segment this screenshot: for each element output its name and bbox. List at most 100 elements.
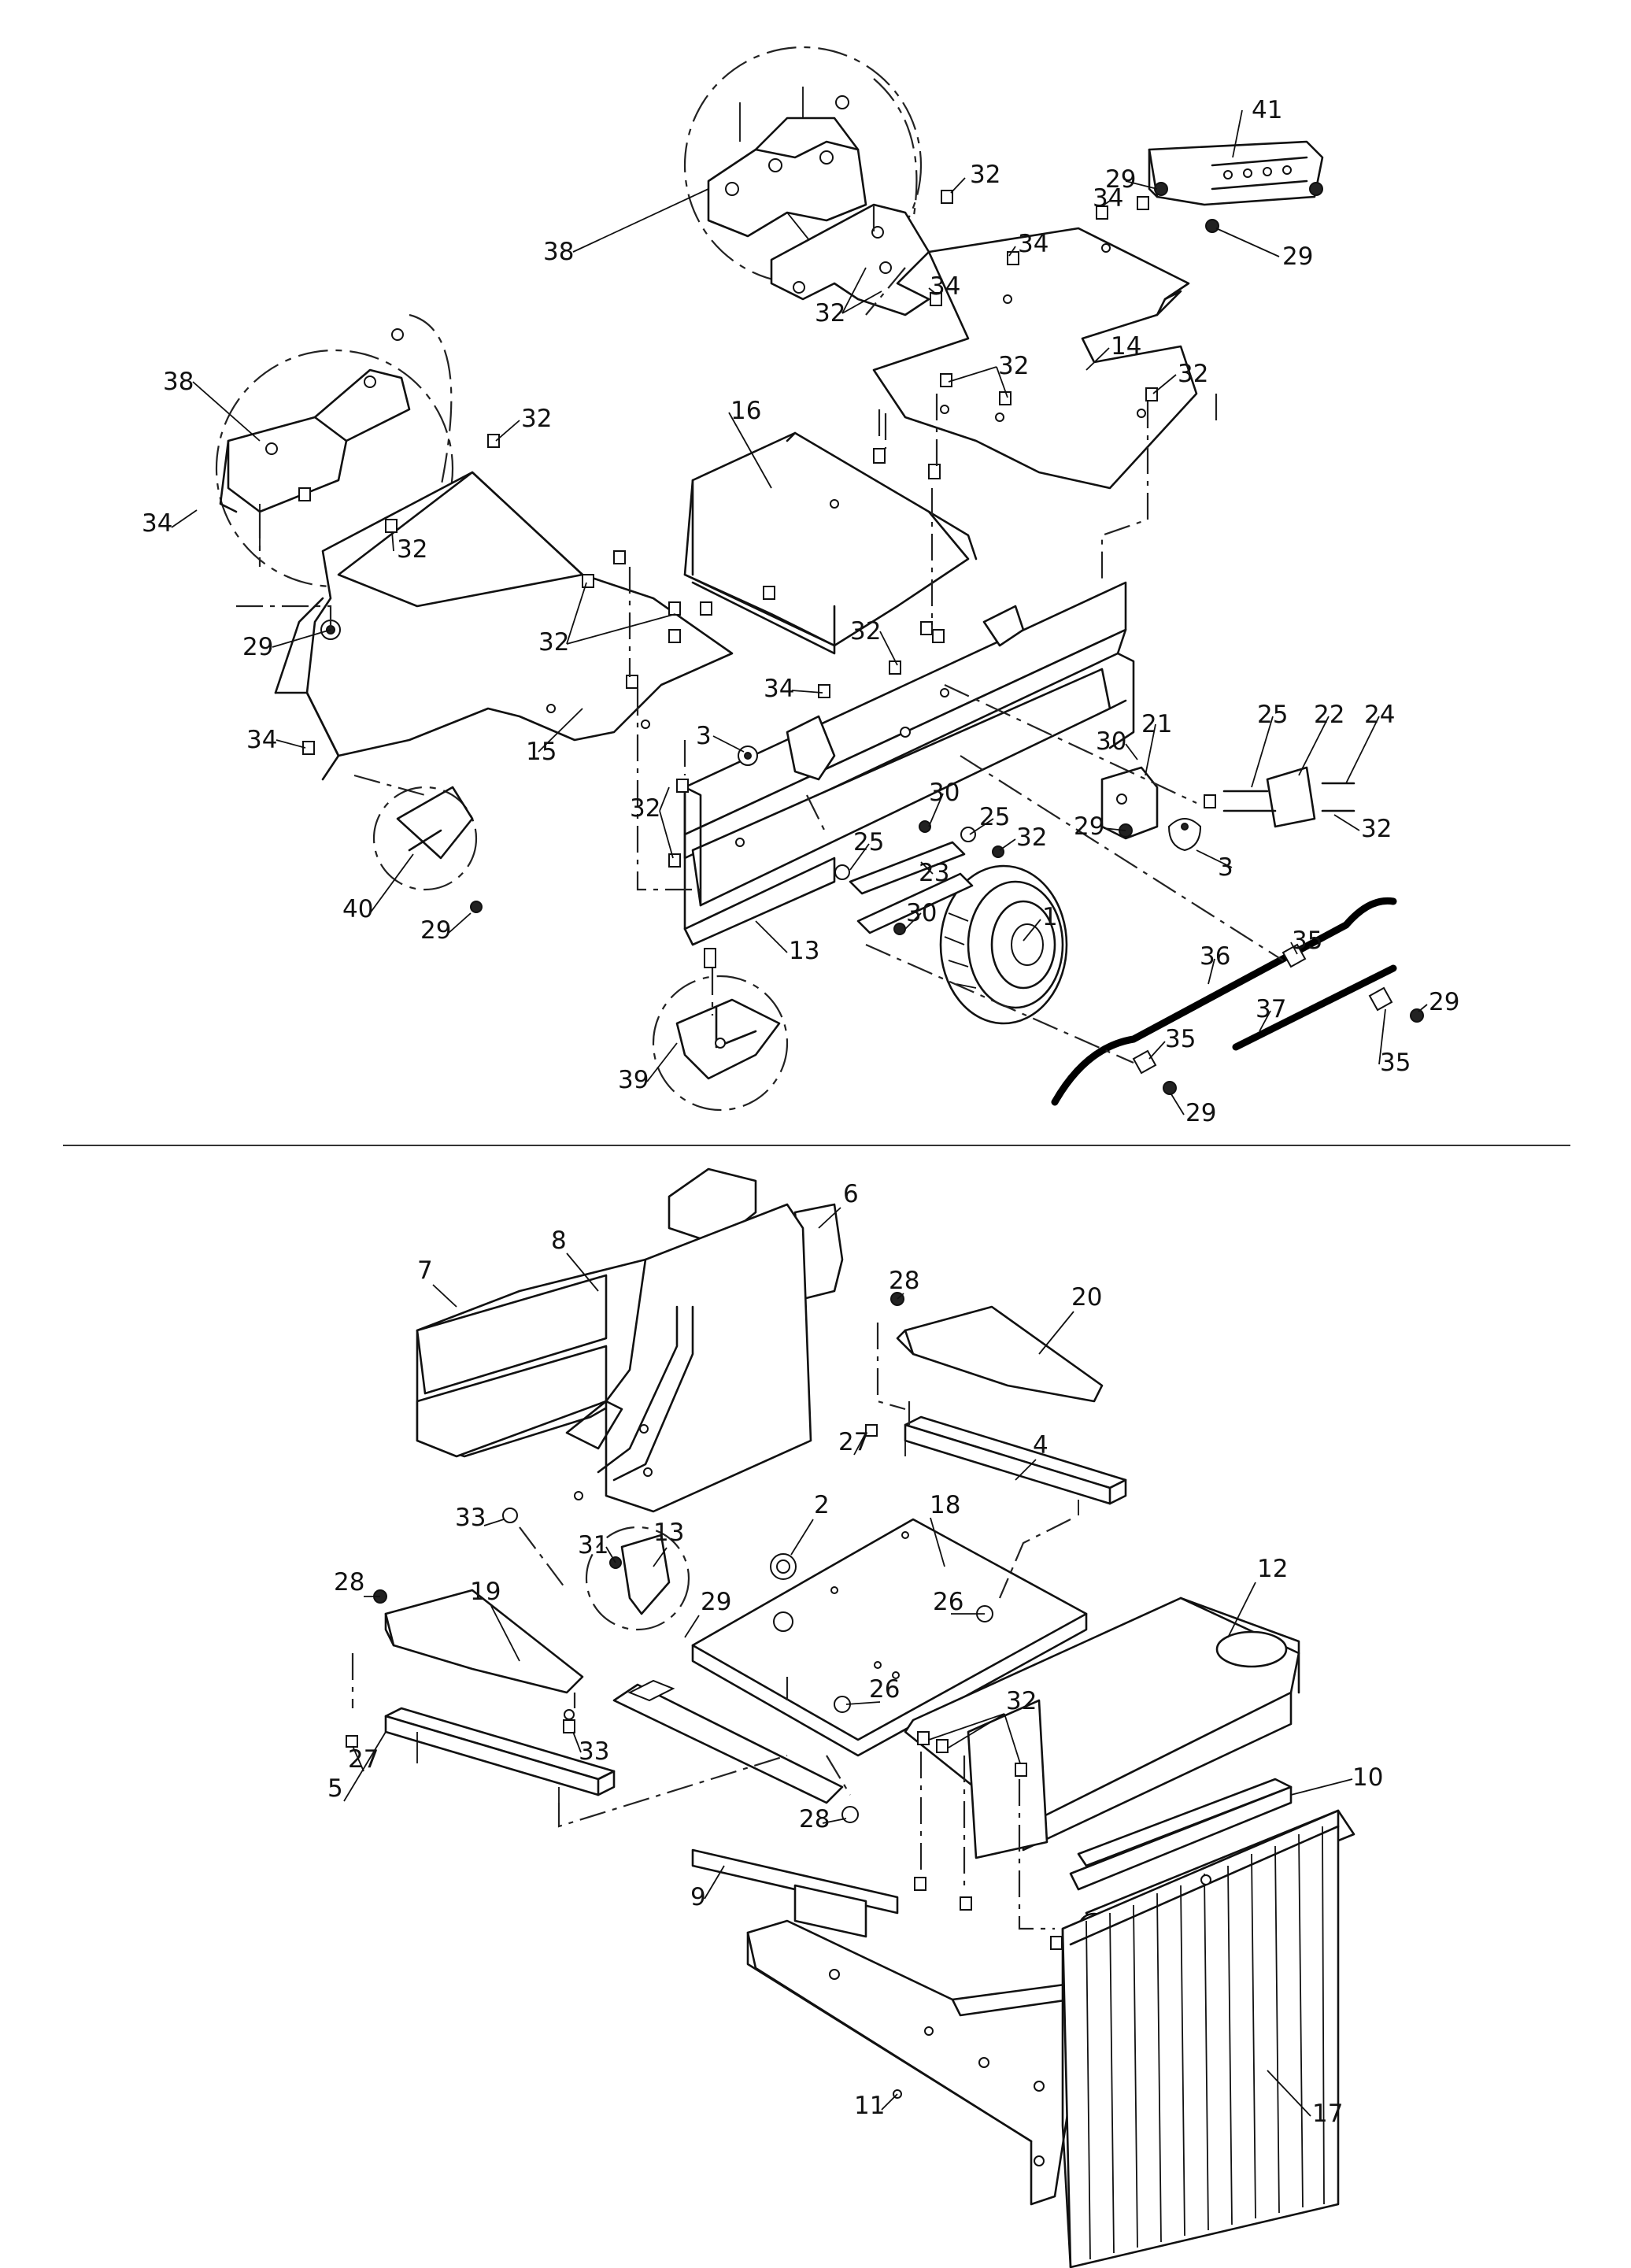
callout-c32c: 32 (998, 352, 1029, 380)
callout-c13b: 13 (653, 1519, 684, 1547)
callout-c8: 8 (551, 1226, 567, 1255)
callout-c20: 20 (1071, 1283, 1102, 1312)
callout-c39: 39 (618, 1066, 649, 1094)
plate-15 (274, 471, 734, 781)
callout-c36: 36 (1200, 942, 1230, 971)
callout-c32g: 32 (538, 628, 569, 657)
callout-c19: 19 (470, 1578, 501, 1606)
callout-c37: 37 (1256, 995, 1286, 1023)
wheel-1 (939, 864, 1068, 1025)
callout-c29f: 29 (1429, 988, 1459, 1016)
frame-rails-13 (683, 581, 1135, 946)
bolts-upper (298, 190, 1216, 968)
callout-c21: 21 (1141, 710, 1172, 738)
callout-c34f: 34 (246, 726, 277, 754)
callout-c32f: 32 (397, 535, 427, 564)
leaders-lower (343, 1207, 1353, 2117)
callout-c32k: 32 (1361, 815, 1392, 843)
callout-c25c: 25 (979, 803, 1010, 831)
callout-c6: 6 (843, 1180, 859, 1208)
detail-circle-40 (372, 786, 478, 891)
callout-c32a: 32 (970, 161, 1000, 189)
callout-c30c: 30 (906, 899, 937, 927)
callout-c10: 10 (1352, 1763, 1383, 1792)
callout-c38b: 38 (163, 368, 194, 396)
callout-c32e: 32 (521, 405, 552, 433)
callout-c27a: 27 (838, 1428, 869, 1456)
callout-c34c: 34 (930, 272, 960, 301)
bolts-lower (914, 1731, 1063, 1950)
callout-c41: 41 (1252, 96, 1282, 124)
centerlines-lower (351, 1323, 1071, 1930)
callout-c34d: 34 (142, 509, 172, 538)
callout-c34e: 34 (764, 675, 794, 703)
callout-c32d: 32 (1178, 360, 1208, 388)
bolt-33-lower (563, 1719, 575, 1733)
bars-36-37 (1051, 897, 1424, 1106)
callout-c25b: 25 (853, 828, 884, 857)
callout-c9: 9 (690, 1883, 706, 1911)
bolt-33-upper (502, 1508, 518, 1523)
callout-c26b: 26 (869, 1675, 900, 1704)
bracket-21-22 (1100, 766, 1355, 852)
leaders-upper (171, 109, 1428, 1116)
callout-c2: 2 (814, 1491, 830, 1519)
callout-c29b: 29 (1282, 242, 1313, 271)
callout-c1: 1 (1042, 903, 1058, 931)
axle-plate-23 (834, 820, 1004, 935)
callout-c29h: 29 (701, 1588, 731, 1616)
callout-c32b: 32 (815, 299, 845, 327)
callout-c35a: 35 (1292, 927, 1322, 955)
detail-circle-31-13 (585, 1526, 690, 1631)
callout-c29a: 29 (1105, 165, 1136, 194)
callout-c29g: 29 (1185, 1099, 1216, 1127)
callout-c3b: 3 (1218, 853, 1233, 882)
plate-16 (683, 431, 978, 655)
callout-c17: 17 (1312, 2100, 1343, 2128)
callout-c12: 12 (1257, 1555, 1288, 1583)
detail-circle-38-left (215, 313, 454, 588)
callout-c35b: 35 (1165, 1025, 1196, 1053)
callout-c33b: 33 (579, 1737, 609, 1766)
callout-c23: 23 (919, 859, 949, 887)
callout-c24: 24 (1364, 701, 1395, 729)
callout-c7: 7 (417, 1256, 433, 1285)
callout-c3a: 3 (696, 722, 712, 750)
callout-c4: 4 (1033, 1431, 1048, 1460)
callout-c11: 11 (854, 2092, 885, 2120)
callout-c29e: 29 (420, 916, 451, 945)
callout-c13a: 13 (789, 937, 819, 965)
callout-c18: 18 (930, 1491, 960, 1519)
callout-c29d: 29 (1074, 812, 1104, 841)
detail-circle-39 (652, 975, 789, 1112)
upper-assembly (171, 46, 1428, 1116)
callout-c40: 40 (342, 895, 373, 923)
callout-c14: 14 (1111, 332, 1141, 361)
callout-c34b: 34 (1018, 230, 1048, 258)
callout-c28b: 28 (334, 1568, 364, 1596)
callout-c33a: 33 (455, 1504, 486, 1532)
bracket-19 (373, 1589, 584, 1720)
grille-17 (1061, 1809, 1340, 2268)
rail-5 (346, 1707, 616, 1811)
base-plate-18 (691, 1518, 1088, 1823)
lower-assembly (343, 1167, 1355, 2268)
callout-c16: 16 (730, 397, 761, 425)
plate-rail (612, 1679, 844, 1804)
callout-c30b: 30 (929, 779, 960, 807)
centerlines-upper (236, 205, 1284, 1064)
bracket-20 (890, 1292, 1104, 1403)
callout-c5: 5 (327, 1774, 343, 1803)
callout-c22: 22 (1314, 701, 1344, 729)
nut-29-left-lower (470, 901, 483, 913)
callout-c28a: 28 (889, 1267, 919, 1295)
callout-c32l: 32 (1006, 1687, 1037, 1715)
callout-c28c: 28 (799, 1805, 830, 1833)
callout-c34a: 34 (1093, 184, 1123, 213)
bracket-41 (1148, 140, 1324, 233)
rail-4 (865, 1415, 1127, 1515)
callout-c38a: 38 (543, 238, 574, 266)
callout-c30a: 30 (1096, 727, 1126, 756)
